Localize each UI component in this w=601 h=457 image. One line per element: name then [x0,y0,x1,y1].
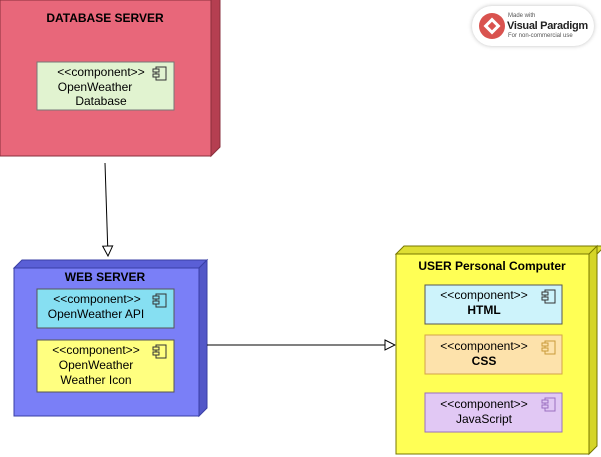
component-stereotype: <<component>> [52,343,139,357]
component-stereotype: <<component>> [53,292,140,306]
database-server-title: DATABASE SERVER [46,11,164,25]
user-computer-title: USER Personal Computer [418,259,566,273]
web-server-title: WEB SERVER [65,270,146,284]
css-component[interactable]: <<component>> CSS [424,334,563,375]
watermark-brand: Visual Paradigm [507,20,588,32]
visual-paradigm-logo-icon [479,13,505,39]
component-name: HTML [467,303,500,317]
component-name: OpenWeather API [48,307,145,321]
component-name: JavaScript [456,412,513,426]
component-icon [541,289,556,304]
component-icon [152,293,167,308]
dependency-arrow-db-to-web [105,162,108,256]
component-icon [541,397,556,412]
component-icon [152,66,167,81]
component-name: CSS [472,354,497,368]
component-name: OpenWeather [58,80,133,94]
component-name: OpenWeather [59,358,134,372]
web-server-node[interactable]: WEB SERVER [12,258,209,418]
db-component[interactable]: <<component>> OpenWeather Database [36,61,175,111]
component-stereotype: <<component>> [440,339,527,353]
component-name: Weather Icon [60,373,131,387]
component-name: Database [75,94,127,108]
visual-paradigm-watermark: Made with Visual Paradigm For non-commer… [472,6,594,46]
component-icon [152,344,167,359]
component-stereotype: <<component>> [440,397,527,411]
javascript-component[interactable]: <<component>> JavaScript [424,392,563,433]
component-stereotype: <<component>> [440,288,527,302]
component-stereotype: <<component>> [57,65,144,79]
watermark-note: For non-commercial use [508,33,573,39]
watermark-made-with: Made with [508,13,536,19]
api-component[interactable]: <<component>> OpenWeather API [36,288,175,329]
html-component[interactable]: <<component>> HTML [424,284,563,325]
weather-icon-component[interactable]: <<component>> OpenWeather Weather Icon [36,339,175,393]
component-icon [541,340,556,355]
